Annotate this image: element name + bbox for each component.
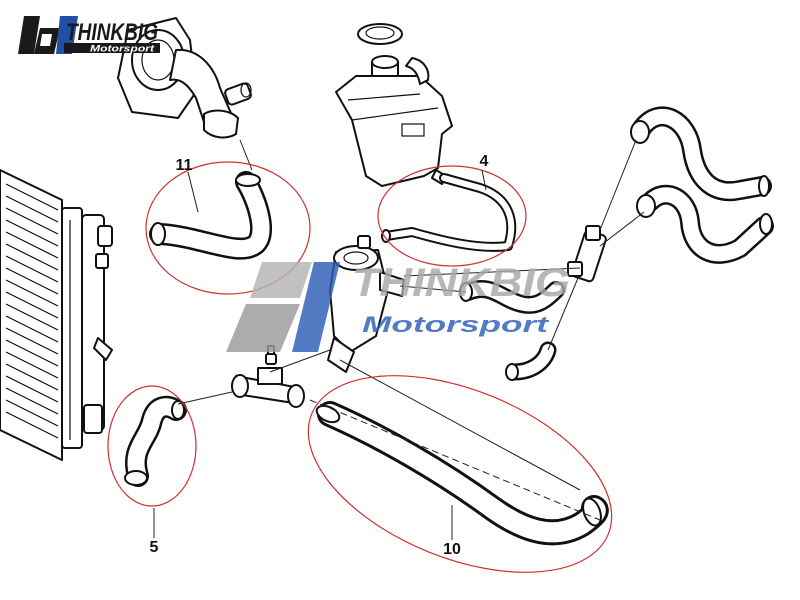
callout-leaders <box>153 169 487 540</box>
heater-hose-lower <box>636 184 774 264</box>
thermostat-housing-icon <box>327 235 405 373</box>
highlight-ring-11 <box>145 161 311 295</box>
logo-brand: THINKBIG <box>66 19 158 46</box>
callout-4: 4 <box>480 153 489 170</box>
highlight-ring-4 <box>377 165 527 267</box>
highlight-ring-10 <box>307 375 613 573</box>
radiator-icon <box>0 169 113 461</box>
highlight-rings <box>107 161 613 573</box>
watermark-tagline: Motorsport <box>362 312 551 337</box>
callout-5: 5 <box>150 539 159 556</box>
callout-10: 10 <box>443 541 461 558</box>
expansion-tank-icon <box>335 23 453 187</box>
heater-hose-upper <box>630 106 772 202</box>
assembly-lines <box>177 139 645 521</box>
t-connector-icon <box>231 345 305 408</box>
callout-11: 11 <box>176 157 193 174</box>
hose-4 <box>381 173 517 252</box>
watermark: THINKBIG Motorsport <box>226 261 570 352</box>
valve-icon <box>567 225 607 283</box>
hose-11 <box>149 171 272 260</box>
brand-logo: THINKBIG Motorsport <box>18 16 160 54</box>
logo-tagline: Motorsport <box>90 44 155 54</box>
hose-5 <box>124 395 187 487</box>
hose-10 <box>315 401 609 546</box>
watermark-brand: THINKBIG <box>352 261 570 305</box>
small-hose-right <box>505 341 557 381</box>
watermark-mark-icon <box>226 262 340 352</box>
highlight-ring-5 <box>107 385 197 507</box>
